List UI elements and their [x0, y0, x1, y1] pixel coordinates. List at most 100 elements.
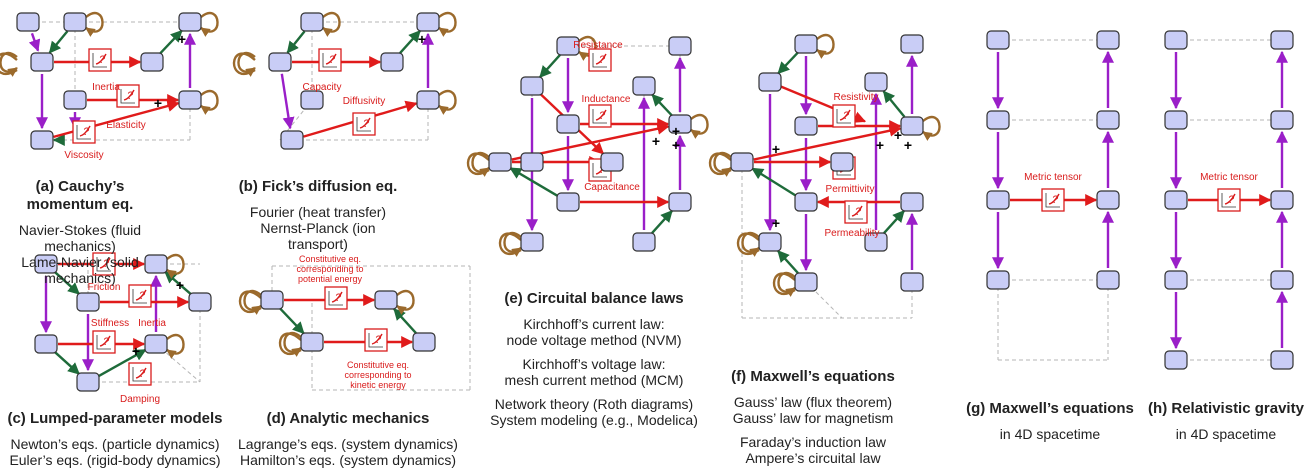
caption-line: Gauss’ law (flux theorem) — [733, 394, 893, 410]
node — [34, 334, 58, 354]
node — [1096, 270, 1120, 290]
self-loop — [466, 152, 490, 176]
caption-line: Nernst-Planck (ion transport) — [260, 220, 376, 252]
node — [600, 152, 624, 172]
caption-line: Ampere’s circuital law — [745, 450, 881, 466]
curve-glyph — [839, 109, 851, 121]
question-glyph: ? — [843, 110, 850, 122]
node — [416, 90, 440, 110]
panel-title: (c) Lumped-parameter models — [7, 410, 223, 427]
node — [374, 290, 398, 310]
node — [864, 232, 888, 252]
component-label: Damping — [120, 394, 160, 405]
node — [986, 110, 1010, 130]
plus-sign: + — [672, 137, 680, 153]
node — [280, 130, 304, 150]
caption-line: Network theory (Roth diagrams) — [494, 396, 694, 412]
node — [900, 192, 924, 212]
plus-sign: + — [772, 141, 780, 157]
diagonal-arrow — [539, 54, 561, 78]
caption-line: in 4D spacetime — [999, 426, 1101, 442]
self-loop — [498, 232, 522, 256]
node — [416, 12, 440, 32]
node — [30, 130, 54, 150]
node — [520, 152, 544, 172]
diagonal-arrow — [54, 271, 80, 295]
question-glyph: ? — [103, 258, 110, 270]
component-label: Metric tensor — [1024, 172, 1082, 183]
diagram-labels: InertiaElasticityViscosity++CapacityDiff… — [64, 31, 1258, 405]
node — [76, 372, 100, 392]
node — [1164, 270, 1188, 290]
component-label: Capacitance — [584, 182, 640, 193]
node — [794, 272, 818, 292]
node — [1270, 190, 1294, 210]
diagonal-arrow — [48, 30, 69, 54]
question-glyph: ? — [103, 336, 110, 348]
question-glyph: ? — [83, 126, 90, 138]
caption-line: in 4D spacetime — [1175, 426, 1277, 442]
vertical-arrow — [280, 73, 295, 130]
curve-glyph — [99, 257, 111, 269]
self-loop — [736, 232, 760, 256]
caption-line: Gauss’ law for magnetism — [732, 410, 894, 426]
component-label: Resistance — [573, 40, 623, 51]
self-loop — [166, 253, 185, 279]
self-loop — [396, 289, 415, 315]
caption-line: Lame-Navier (solid mechanics) — [21, 254, 139, 286]
node — [794, 192, 818, 212]
axis-glyph — [368, 333, 383, 348]
diagonal-arrow — [883, 210, 905, 234]
caption-line: Newton’s eqs. (particle dynamics) — [10, 436, 220, 452]
plus-sign: + — [876, 137, 884, 153]
diagonal-arrow — [399, 30, 421, 54]
axis-glyph — [322, 53, 337, 68]
node — [63, 12, 87, 32]
component-label: Capacity — [303, 82, 342, 93]
node — [380, 52, 404, 72]
caption-h: (h) Relativistic gravity in 4D spacetime — [1140, 400, 1312, 442]
node — [63, 90, 87, 110]
question-glyph: ? — [127, 90, 134, 102]
diagonal-arrow — [54, 351, 80, 375]
component-label: Resistivity — [833, 92, 878, 103]
node — [1096, 110, 1120, 130]
caption-line: Hamilton’s eqs. (system dynamics) — [239, 452, 457, 468]
question-glyph: ? — [335, 292, 342, 304]
diagonal-arrow — [393, 308, 417, 334]
node — [758, 72, 782, 92]
component-label: Inertia — [92, 82, 120, 93]
plus-sign: + — [178, 31, 186, 47]
axis-glyph — [592, 163, 607, 178]
node — [730, 152, 754, 172]
self-loops — [0, 11, 941, 359]
axis-glyph — [132, 289, 147, 304]
component-label: Permittivity — [826, 184, 875, 195]
caption-line: System modeling (e.g., Modelica) — [490, 412, 698, 428]
node — [1096, 190, 1120, 210]
diagonal-arrow — [651, 93, 673, 117]
curve-glyph — [359, 117, 371, 129]
node — [632, 76, 656, 96]
self-loop — [438, 89, 457, 115]
self-loop — [85, 11, 104, 37]
question-glyph: ? — [99, 54, 106, 66]
node — [668, 36, 692, 56]
panel-title: (e) Circuital balance laws — [504, 290, 684, 307]
node — [1164, 30, 1188, 50]
node — [30, 52, 54, 72]
axis-glyph — [92, 53, 107, 68]
plus-sign: + — [176, 277, 184, 293]
panel-title: (h) Relativistic gravity — [1148, 400, 1304, 417]
question-glyph: ? — [375, 334, 382, 346]
node — [520, 232, 544, 252]
caption-line: Kirchhoff’s current law: — [523, 316, 665, 332]
axis-glyph — [96, 335, 111, 350]
panel-title: (d) Analytic mechanics — [266, 410, 430, 427]
node — [758, 232, 782, 252]
diagonal-arrow — [777, 250, 799, 274]
node — [178, 90, 202, 110]
panel-title: (a) Cauchy’s momentum eq. — [26, 178, 134, 213]
plus-sign: + — [154, 95, 162, 111]
